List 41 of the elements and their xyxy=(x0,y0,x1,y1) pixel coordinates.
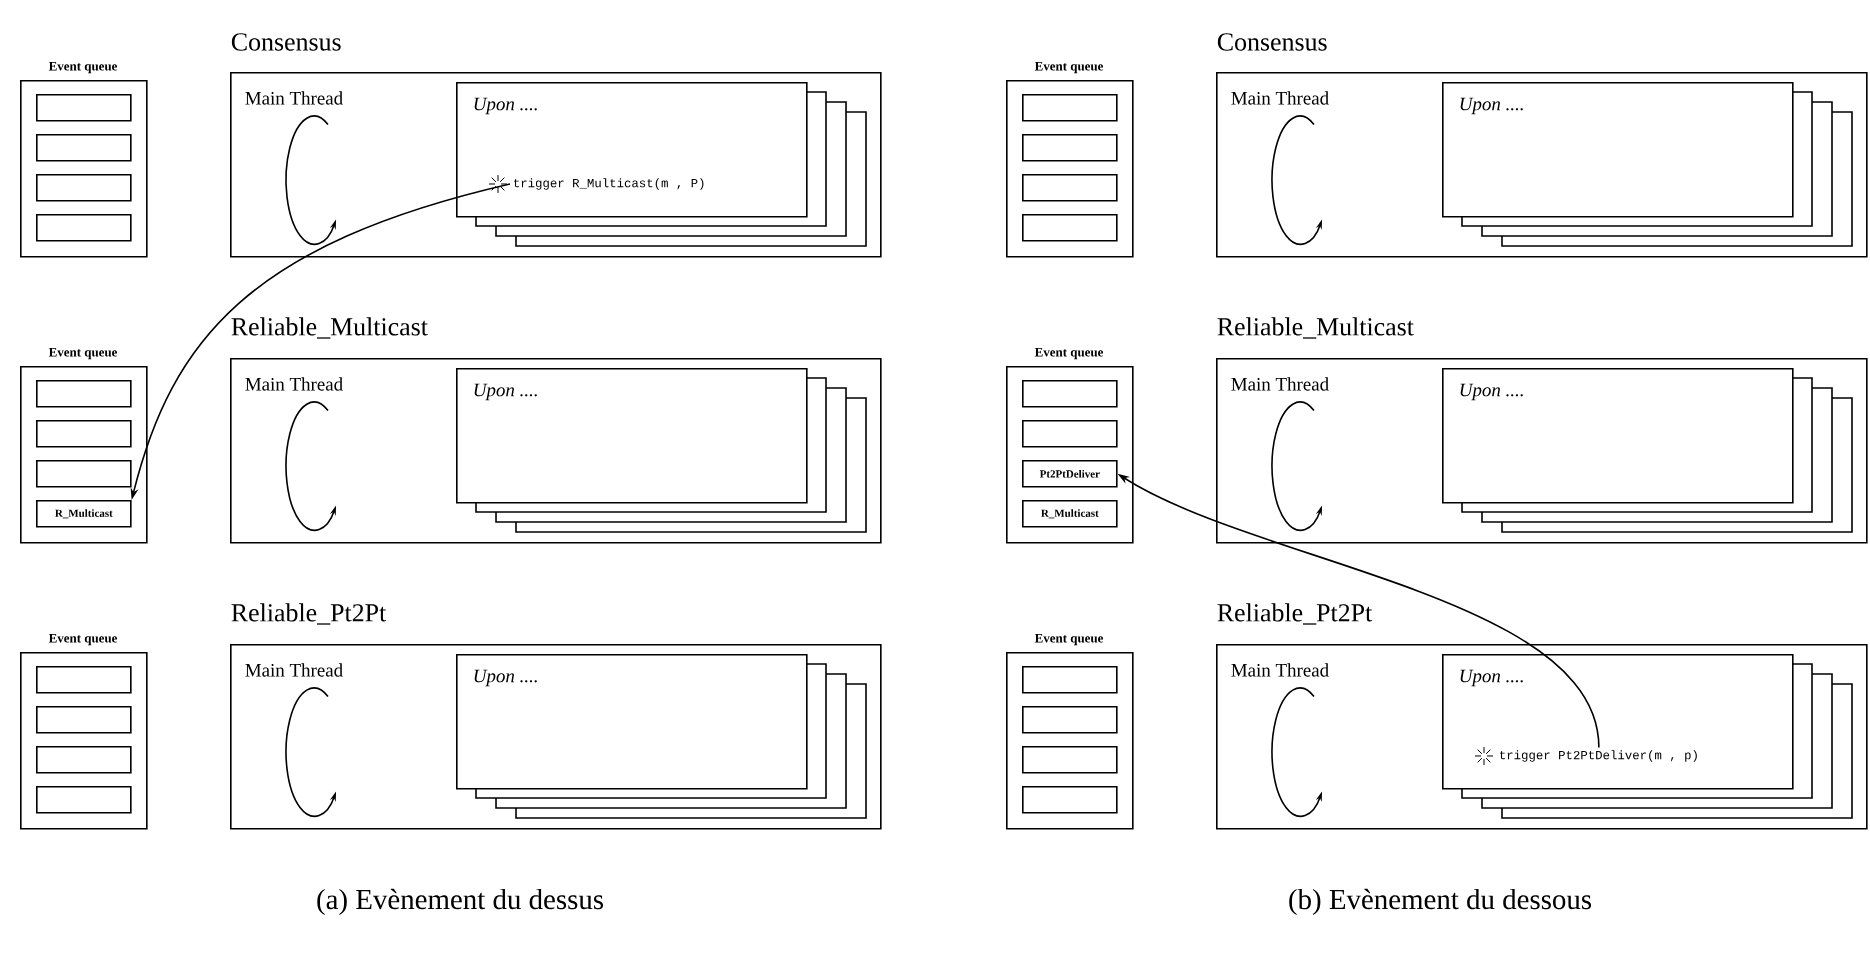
queue-slot xyxy=(1022,786,1118,814)
module-title: Reliable_Multicast xyxy=(231,317,428,339)
queue-slot xyxy=(1022,746,1118,774)
thread-label: Main Thread xyxy=(1231,91,1329,105)
queue-slot xyxy=(1022,379,1118,408)
handler-label: Upon .... xyxy=(1460,383,1523,401)
queue-slot xyxy=(36,134,132,162)
queue-slot xyxy=(36,214,132,242)
thread-label: Main Thread xyxy=(1231,377,1329,391)
queue-slot xyxy=(1022,419,1118,448)
queue-slot xyxy=(36,419,132,448)
queue-slot xyxy=(36,459,132,488)
handler-label: Upon .... xyxy=(474,669,537,687)
thread-label: Main Thread xyxy=(245,91,343,105)
queue-slot xyxy=(1022,666,1118,694)
queue-slot xyxy=(1022,94,1118,122)
caption: (a) Evènement du dessus xyxy=(317,888,604,916)
queue-slot xyxy=(36,786,132,814)
queue-slot xyxy=(36,94,132,122)
thread-label: Main Thread xyxy=(245,663,343,677)
queue-slot xyxy=(36,174,132,202)
queue-slot xyxy=(1022,174,1118,202)
queue-slot xyxy=(36,379,132,408)
thread-label: Main Thread xyxy=(245,377,343,391)
queue-slot xyxy=(36,746,132,774)
module-title: Consensus xyxy=(231,33,341,51)
queue-slot xyxy=(36,706,132,734)
queue-slot xyxy=(1022,134,1118,162)
handler-label: Upon .... xyxy=(474,97,537,115)
thread-label: Main Thread xyxy=(1231,663,1329,677)
handler-label: Upon .... xyxy=(474,383,537,401)
queue-slot xyxy=(1022,706,1118,734)
handler-label: Upon .... xyxy=(1460,669,1523,687)
queue-slot xyxy=(1022,214,1118,242)
module-title: Reliable_Pt2Pt xyxy=(1217,603,1373,625)
module-title: Consensus xyxy=(1217,33,1327,51)
module-title: Reliable_Pt2Pt xyxy=(231,603,387,625)
caption: (b) Evènement du dessous xyxy=(1289,888,1592,916)
queue-slot xyxy=(36,666,132,694)
handler-label: Upon .... xyxy=(1460,97,1523,115)
module-title: Reliable_Multicast xyxy=(1217,317,1414,339)
